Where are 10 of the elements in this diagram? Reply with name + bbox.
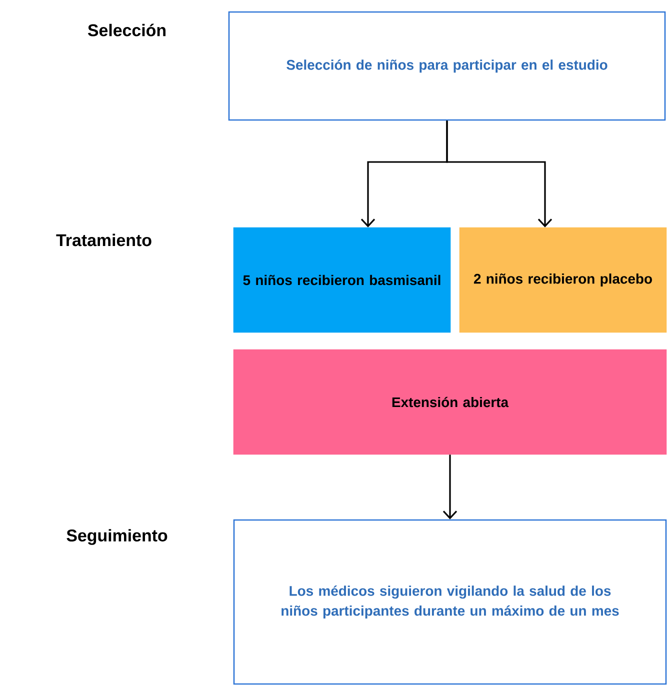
- stage-label: Seguimiento: [66, 529, 168, 545]
- process-box: Selección de niños para participar en el estudio: [228, 11, 666, 121]
- phase-box: Extensión abierta: [233, 349, 667, 455]
- group-box: 2 niños recibieron placebo: [459, 227, 667, 333]
- arrow: [442, 454, 458, 520]
- stage-label: Tratamiento: [56, 234, 152, 246]
- stage-label: Selección: [88, 24, 166, 36]
- group-box: 5 niños recibieron basmisanil: [233, 227, 451, 333]
- process-box: Los médicos siguieron vigilando la salud de los niños participantes durante un máximo de un mes: [233, 519, 667, 685]
- arrow: [446, 120, 552, 228]
